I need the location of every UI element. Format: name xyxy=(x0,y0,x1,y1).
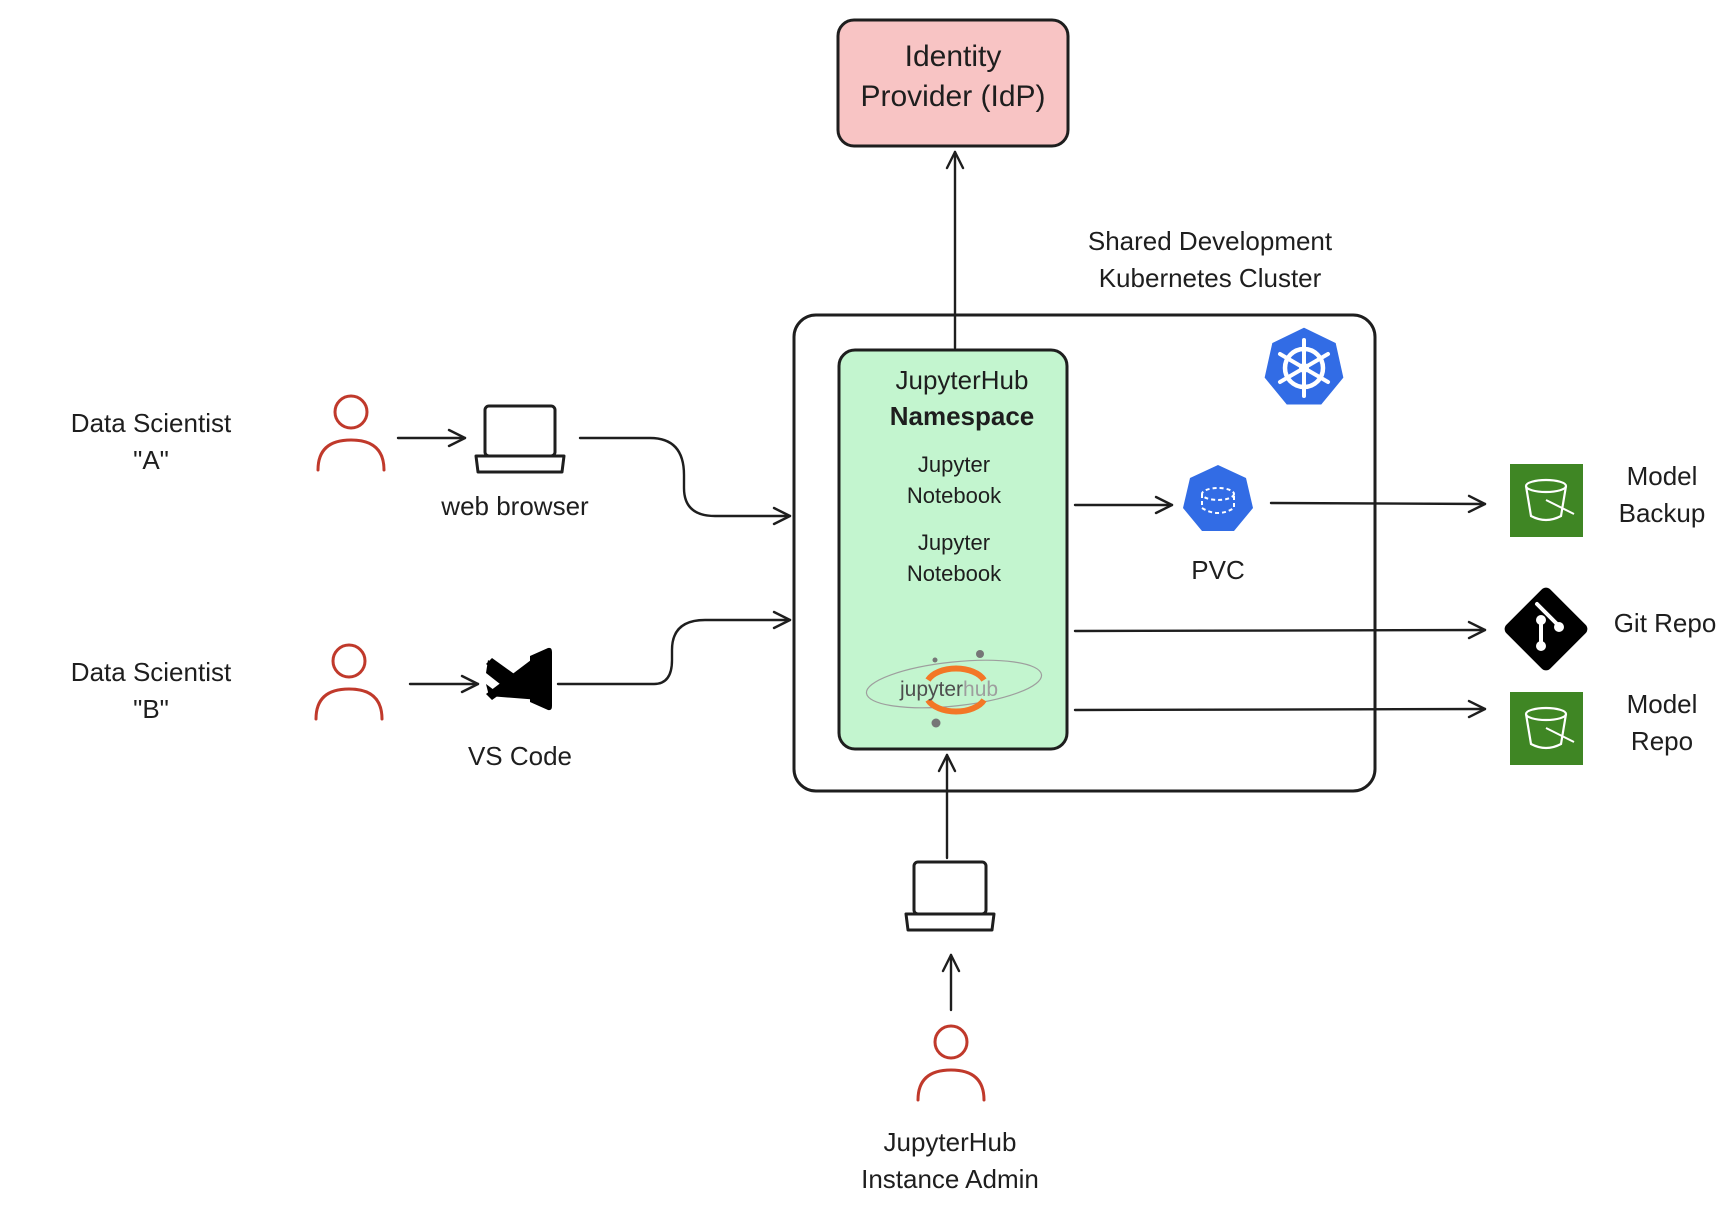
git-icon xyxy=(1504,587,1588,671)
cluster-box xyxy=(792,313,1377,793)
data-scientist-a-label: Data Scientist"A" xyxy=(70,408,232,475)
pvc-label: PVC xyxy=(1191,555,1245,585)
arrow-namespace-to-git-repo xyxy=(1073,620,1487,640)
person-icon-a xyxy=(316,394,386,472)
vscode-label: VS Code xyxy=(467,741,573,771)
s3-bucket-icon-backup xyxy=(1510,464,1583,537)
kubernetes-icon xyxy=(1261,324,1347,408)
person-icon-admin xyxy=(916,1024,986,1102)
laptop-icon-admin xyxy=(904,860,996,932)
arrow-namespace-to-model-repo xyxy=(1073,699,1487,719)
arrow-browser-to-cluster xyxy=(578,436,792,526)
s3-bucket-icon-repo xyxy=(1510,692,1583,765)
arrow-pvc-to-model-backup xyxy=(1269,494,1487,514)
jupyterhub-logo-text: jupyterhub xyxy=(899,678,998,701)
web-browser-label: web browser xyxy=(441,491,589,521)
jupyterhub-logo: jupyterhub xyxy=(865,650,1043,728)
git-repo-label: Git Repo xyxy=(1613,608,1717,638)
laptop-icon-browser xyxy=(474,404,566,474)
idp-box xyxy=(836,18,1070,148)
person-icon-b xyxy=(314,643,384,721)
pvc-icon xyxy=(1183,465,1253,531)
vscode-icon xyxy=(486,647,552,711)
arrow-vscode-to-cluster xyxy=(556,610,792,686)
data-scientist-b-label: Data Scientist"B" xyxy=(70,657,232,724)
namespace-box xyxy=(837,348,1069,751)
